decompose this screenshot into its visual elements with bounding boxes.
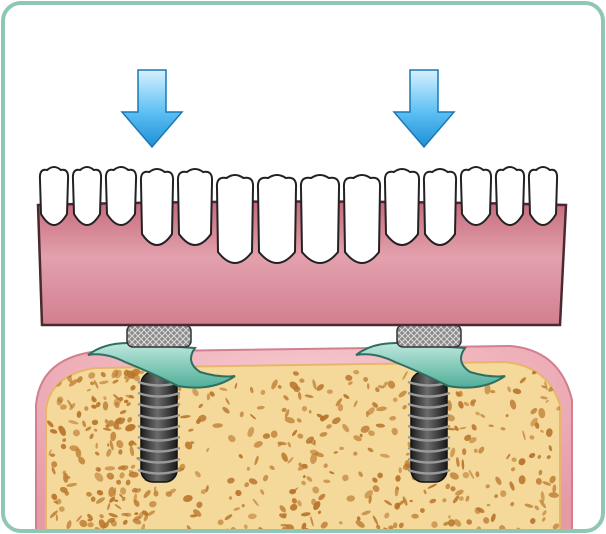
- bone-pore: [129, 472, 139, 478]
- tooth: [461, 167, 491, 225]
- tooth: [178, 169, 212, 245]
- implant-right: [408, 372, 450, 482]
- attachment-left: [127, 325, 191, 347]
- bone-pore: [363, 377, 368, 382]
- tooth: [424, 169, 456, 245]
- tooth: [496, 167, 524, 225]
- tooth: [301, 175, 339, 263]
- tooth: [40, 167, 68, 225]
- bone-pore: [448, 515, 450, 519]
- tooth: [106, 167, 136, 225]
- tooth: [141, 169, 173, 245]
- tooth: [258, 175, 296, 263]
- tooth: [73, 167, 101, 225]
- bone-pore: [91, 496, 96, 502]
- bone-pore: [327, 390, 333, 394]
- tooth: [385, 169, 419, 245]
- bone-pore: [103, 401, 108, 410]
- implant-left: [138, 372, 180, 482]
- bone-pore: [462, 448, 466, 455]
- tooth: [344, 175, 380, 263]
- attachment-right: [397, 325, 461, 347]
- tooth: [217, 175, 253, 263]
- tooth: [529, 167, 557, 225]
